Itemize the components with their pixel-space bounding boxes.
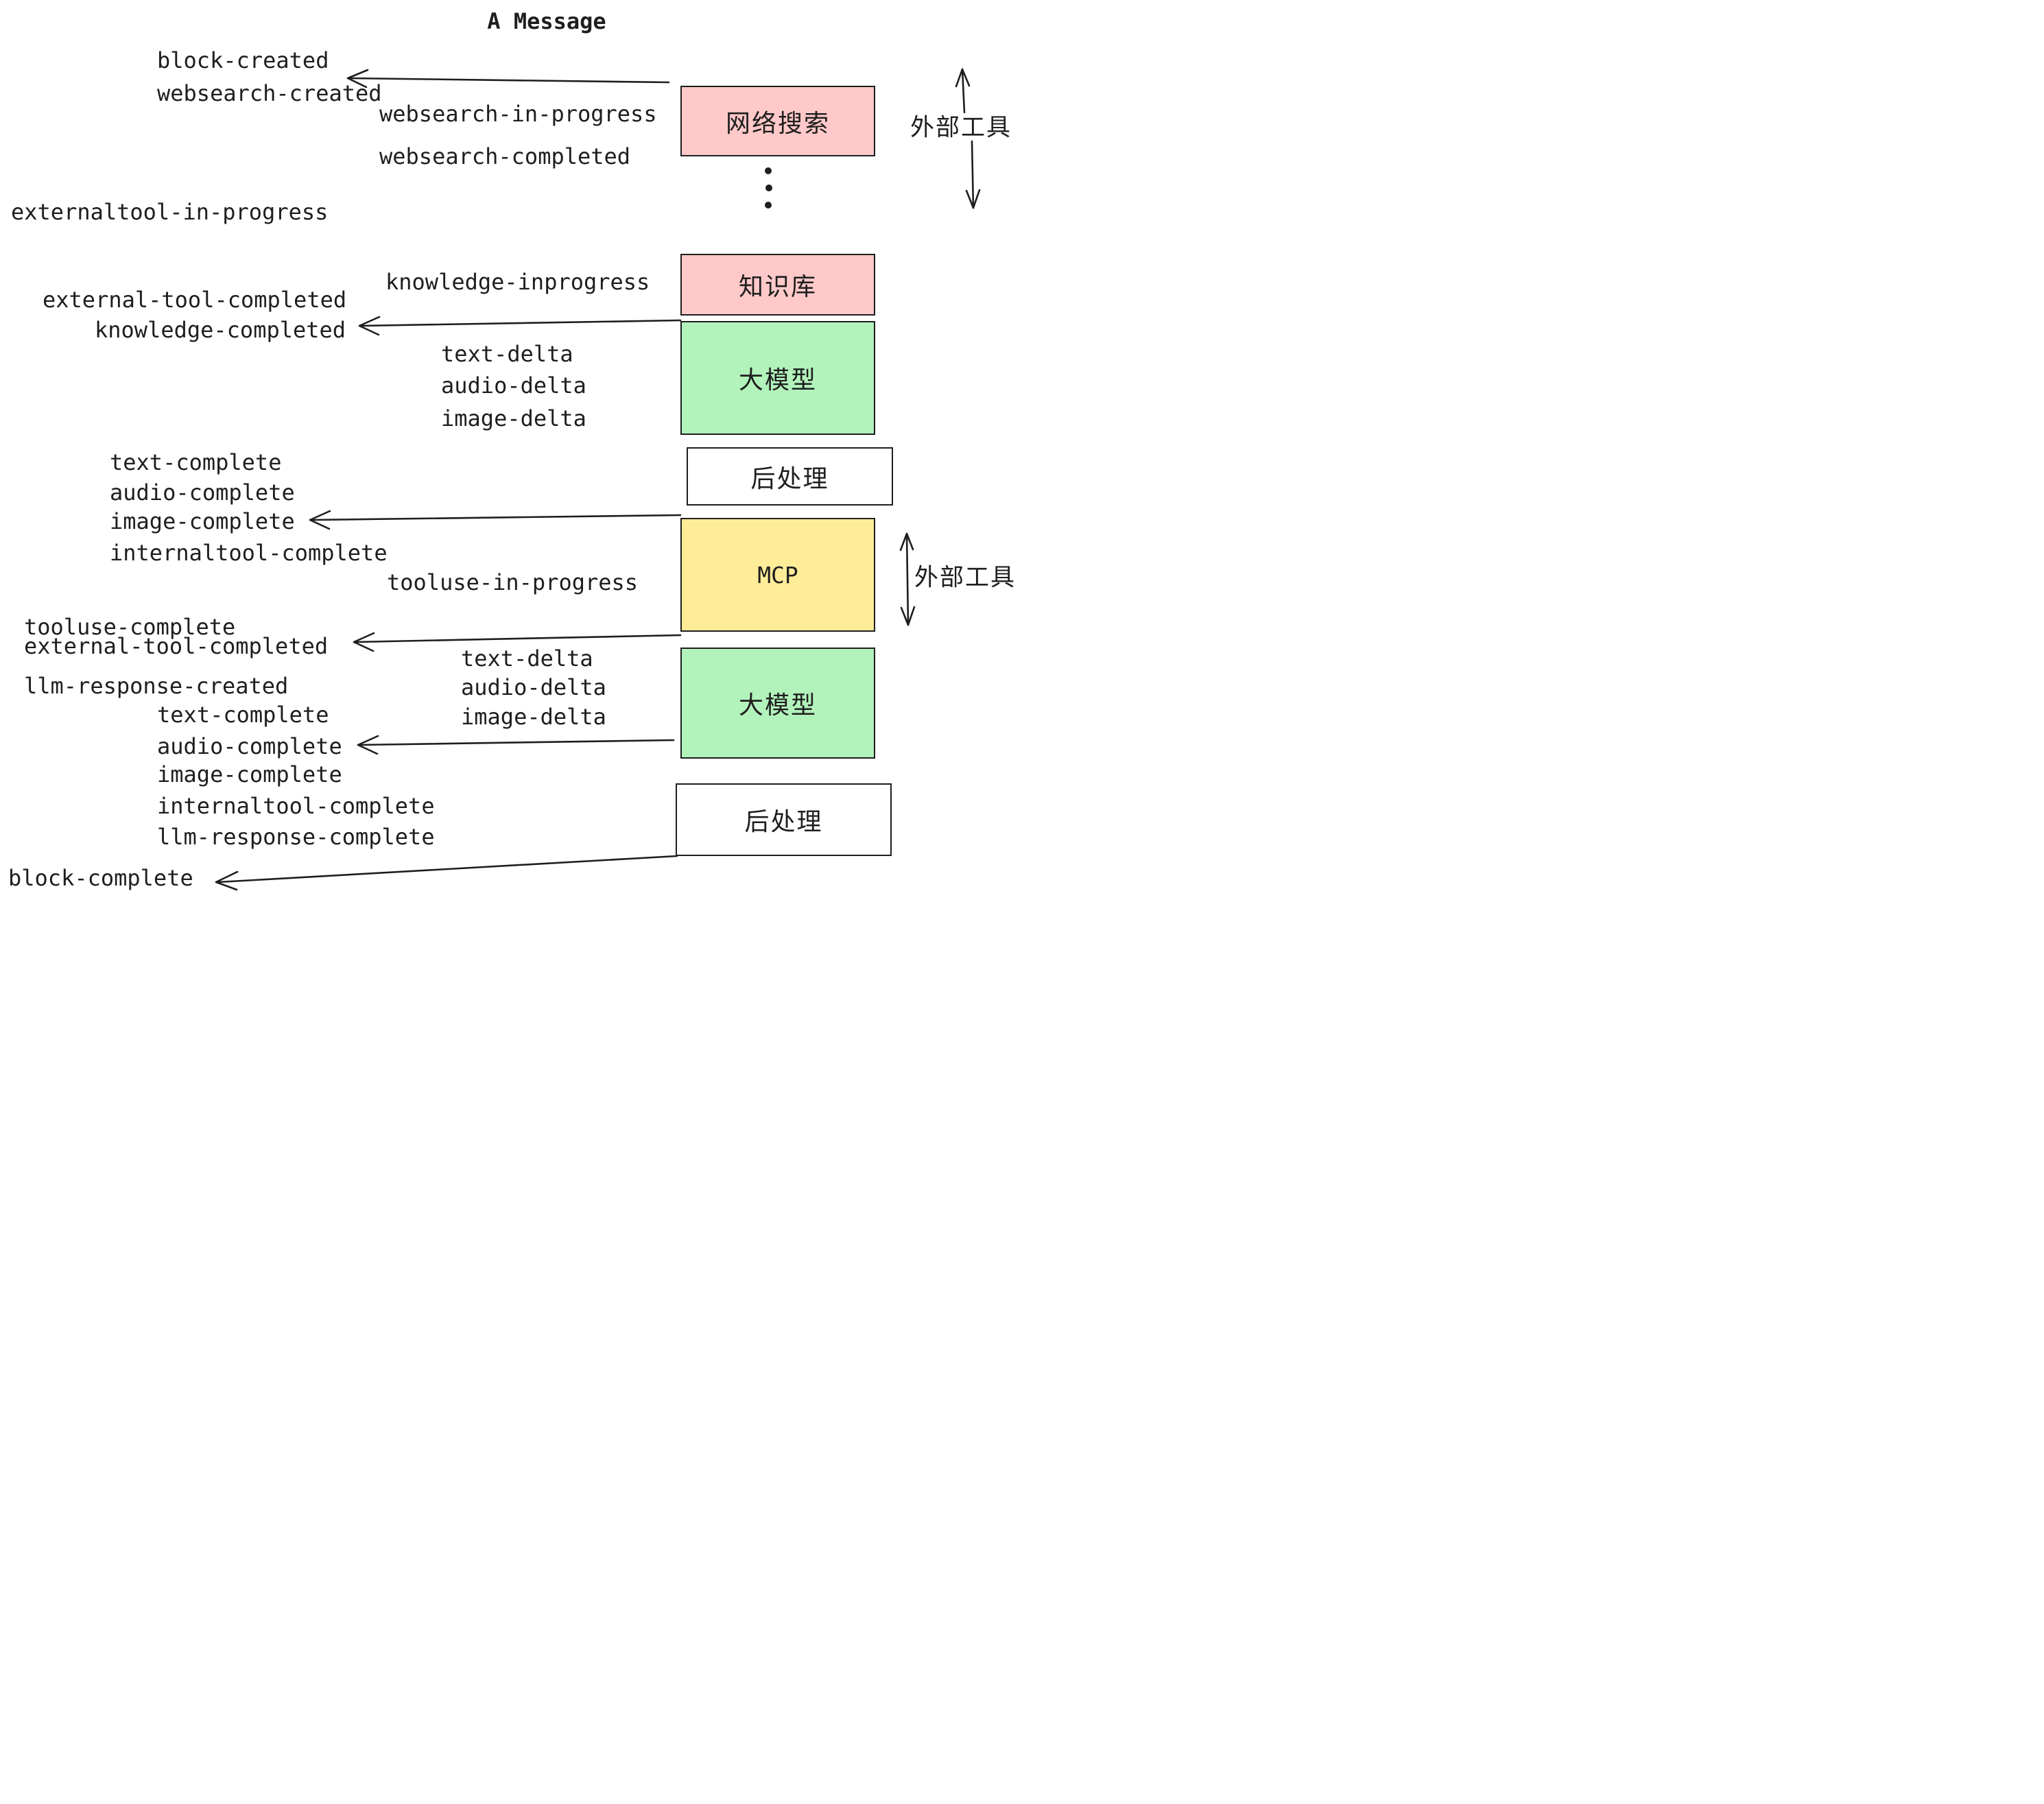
event-knowledge-inprogress: knowledge-inprogress: [385, 269, 650, 295]
mcp-external-tool-double-arrow: [899, 532, 916, 626]
box-llm-1: 大模型: [680, 321, 875, 435]
box-websearch-label: 网络搜索: [725, 109, 830, 138]
arrow-audio-complete: [357, 735, 675, 755]
event-tooluse-complete: tooluse-complete: [24, 614, 236, 640]
event-audio-delta-1: audio-delta: [441, 372, 586, 399]
arrow-knowledge-completed: [358, 316, 682, 336]
arrow-image-complete: [309, 510, 682, 530]
event-external-tool-completed-1: external-tool-completed: [43, 287, 347, 313]
event-audio-delta-2: audio-delta: [461, 674, 606, 700]
event-external-tool-completed-2: external-tool-completed: [24, 633, 329, 659]
event-websearch-in-progress: websearch-in-progress: [379, 101, 657, 127]
box-llm-2-label: 大模型: [738, 691, 817, 720]
event-internaltool-complete-1: internaltool-complete: [110, 540, 388, 566]
event-block-created: block-created: [157, 47, 329, 73]
event-text-complete-2: text-complete: [157, 702, 329, 728]
annotation-external-tools-mcp: 外部工具: [914, 564, 1017, 592]
event-websearch-created: websearch-created: [157, 80, 382, 106]
box-mcp-label: MCP: [757, 561, 798, 589]
arrow-tooluse-complete: [353, 632, 682, 652]
box-knowledge-label: 知识库: [738, 273, 817, 301]
event-image-delta-1: image-delta: [441, 405, 586, 431]
box-llm-1-label: 大模型: [738, 366, 817, 394]
event-websearch-completed: websearch-completed: [379, 143, 631, 169]
external-tool-up-arrow: [955, 68, 971, 114]
box-postprocess-1: 后处理: [687, 447, 893, 506]
event-image-delta-2: image-delta: [461, 704, 606, 730]
event-text-delta-1: text-delta: [441, 341, 573, 367]
box-mcp: MCP: [680, 518, 875, 632]
event-audio-complete-2: audio-complete: [157, 733, 342, 759]
annotation-external-tools-top: 外部工具: [910, 114, 1012, 142]
box-postprocess-2-label: 后处理: [744, 808, 823, 836]
event-internaltool-complete-2: internaltool-complete: [157, 793, 435, 819]
event-image-complete-2: image-complete: [157, 761, 342, 787]
event-text-complete-1: text-complete: [110, 449, 282, 475]
arrow-block-created: [346, 69, 670, 88]
diagram-title: A Message: [487, 8, 606, 34]
event-block-complete: block-complete: [8, 865, 193, 891]
event-image-complete-1: image-complete: [110, 508, 295, 534]
event-knowledge-completed: knowledge-completed: [95, 317, 346, 343]
external-tool-down-arrow: [965, 140, 981, 209]
event-llm-response-created: llm-response-created: [24, 673, 289, 699]
diagram-canvas: A Message 网络搜索 知识库 大模型 后处理 MCP 大模型 后处理 b…: [0, 0, 1022, 902]
ellipsis-dots: [765, 167, 772, 209]
box-knowledge: 知识库: [680, 254, 875, 316]
event-externaltool-in-progress: externaltool-in-progress: [11, 199, 329, 225]
event-tooluse-in-progress: tooluse-in-progress: [387, 569, 639, 595]
box-postprocess-1-label: 后处理: [750, 464, 829, 493]
box-llm-2: 大模型: [680, 648, 875, 759]
box-websearch: 网络搜索: [680, 86, 875, 156]
arrow-block-complete: [215, 855, 678, 891]
event-llm-response-complete: llm-response-complete: [157, 824, 435, 850]
event-audio-complete-1: audio-complete: [110, 479, 295, 506]
connector-layer: [215, 68, 981, 891]
box-postprocess-2: 后处理: [676, 783, 892, 856]
event-text-delta-2: text-delta: [461, 645, 593, 672]
